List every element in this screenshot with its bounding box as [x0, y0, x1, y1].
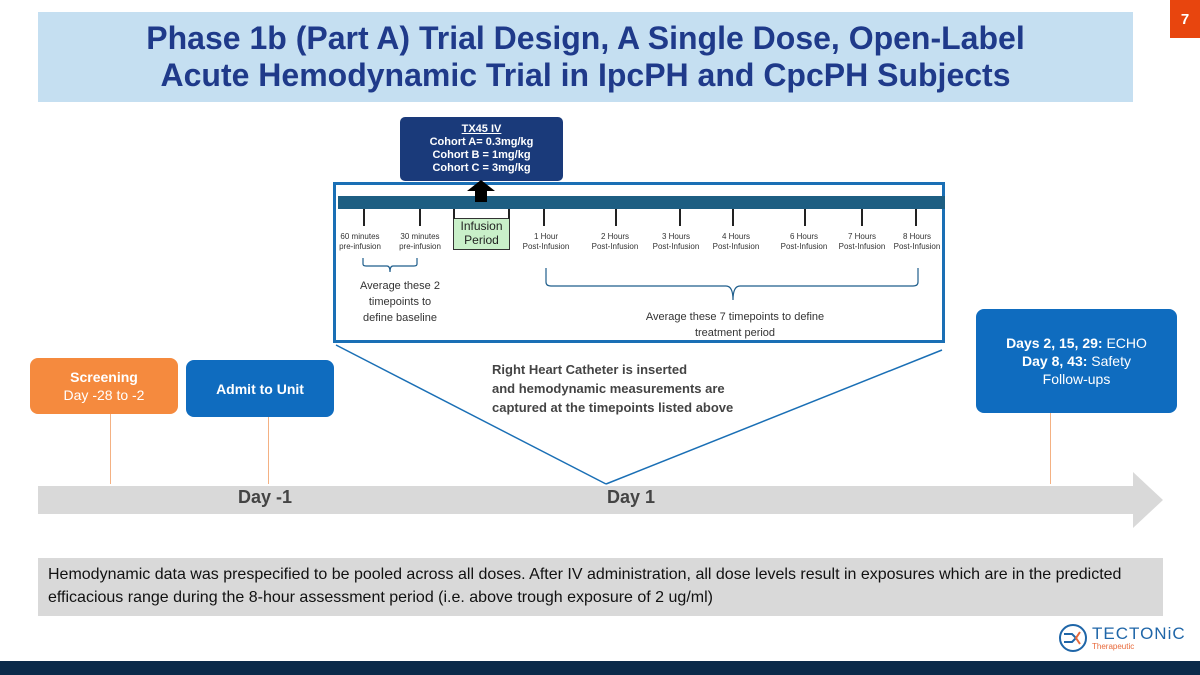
logo-name: TECTONiC [1092, 624, 1186, 643]
day1-label: Day 1 [607, 487, 656, 507]
screening-box: Screening Day -28 to -2 [30, 358, 178, 414]
treatment-brace [545, 268, 919, 301]
right-zoom-line [605, 349, 943, 485]
title-line-2: Acute Hemodynamic Trial in IpcPH and Cpc… [160, 57, 1011, 93]
tick [419, 209, 421, 226]
title-line-1: Phase 1b (Part A) Trial Design, A Single… [146, 20, 1025, 56]
admit-box: Admit to Unit [186, 360, 334, 417]
tick [804, 209, 806, 226]
left-zoom-line [335, 344, 607, 485]
day-minus1-label: Day -1 [238, 487, 293, 507]
cohort-c: Cohort C = 3mg/kg [432, 162, 531, 174]
infusion-period: Infusion Period [453, 218, 510, 250]
echo-days: Days 2, 15, 29: [1006, 335, 1103, 351]
summary-text: Hemodynamic data was prespecified to be … [38, 558, 1163, 616]
tick [679, 209, 681, 226]
infusion-label-2: Period [464, 233, 499, 247]
tectonic-logo: TECTONiC Therapeutic [1058, 623, 1186, 653]
screening-connector [110, 414, 111, 484]
tick [615, 209, 617, 226]
drug-dose-box: TX45 IV Cohort A= 0.3mg/kg Cohort B = 1m… [400, 117, 563, 181]
page-number: 7 [1170, 0, 1200, 38]
logo-sub: Therapeutic [1092, 642, 1135, 651]
tick [915, 209, 917, 226]
infusion-timeline-bar [338, 196, 945, 209]
baseline-brace [362, 258, 418, 273]
cohort-a: Cohort A= 0.3mg/kg [429, 136, 534, 148]
tick [861, 209, 863, 226]
followup-connector [1050, 413, 1051, 484]
screening-title: Screening [70, 369, 138, 385]
footer-bar [0, 661, 1200, 675]
screening-subtitle: Day -28 to -2 [63, 387, 145, 403]
admit-label: Admit to Unit [216, 380, 304, 397]
arrow-head-icon [1133, 472, 1163, 528]
safety-days: Day 8, 43: [1022, 353, 1088, 369]
admit-connector [268, 417, 269, 484]
study-timeline-arrow [38, 486, 1133, 514]
up-arrow-icon [467, 180, 495, 202]
drug-heading: TX45 IV [461, 123, 502, 135]
title-banner: Phase 1b (Part A) Trial Design, A Single… [38, 12, 1133, 102]
tick [363, 209, 365, 226]
cohort-b: Cohort B = 1mg/kg [432, 149, 531, 161]
tick [453, 209, 455, 219]
tick [543, 209, 545, 226]
logo-icon [1059, 624, 1087, 652]
tick [508, 209, 510, 219]
followup-box: Days 2, 15, 29: ECHO Day 8, 43: Safety F… [976, 309, 1177, 413]
tick [732, 209, 734, 226]
infusion-label-1: Infusion [460, 219, 503, 233]
